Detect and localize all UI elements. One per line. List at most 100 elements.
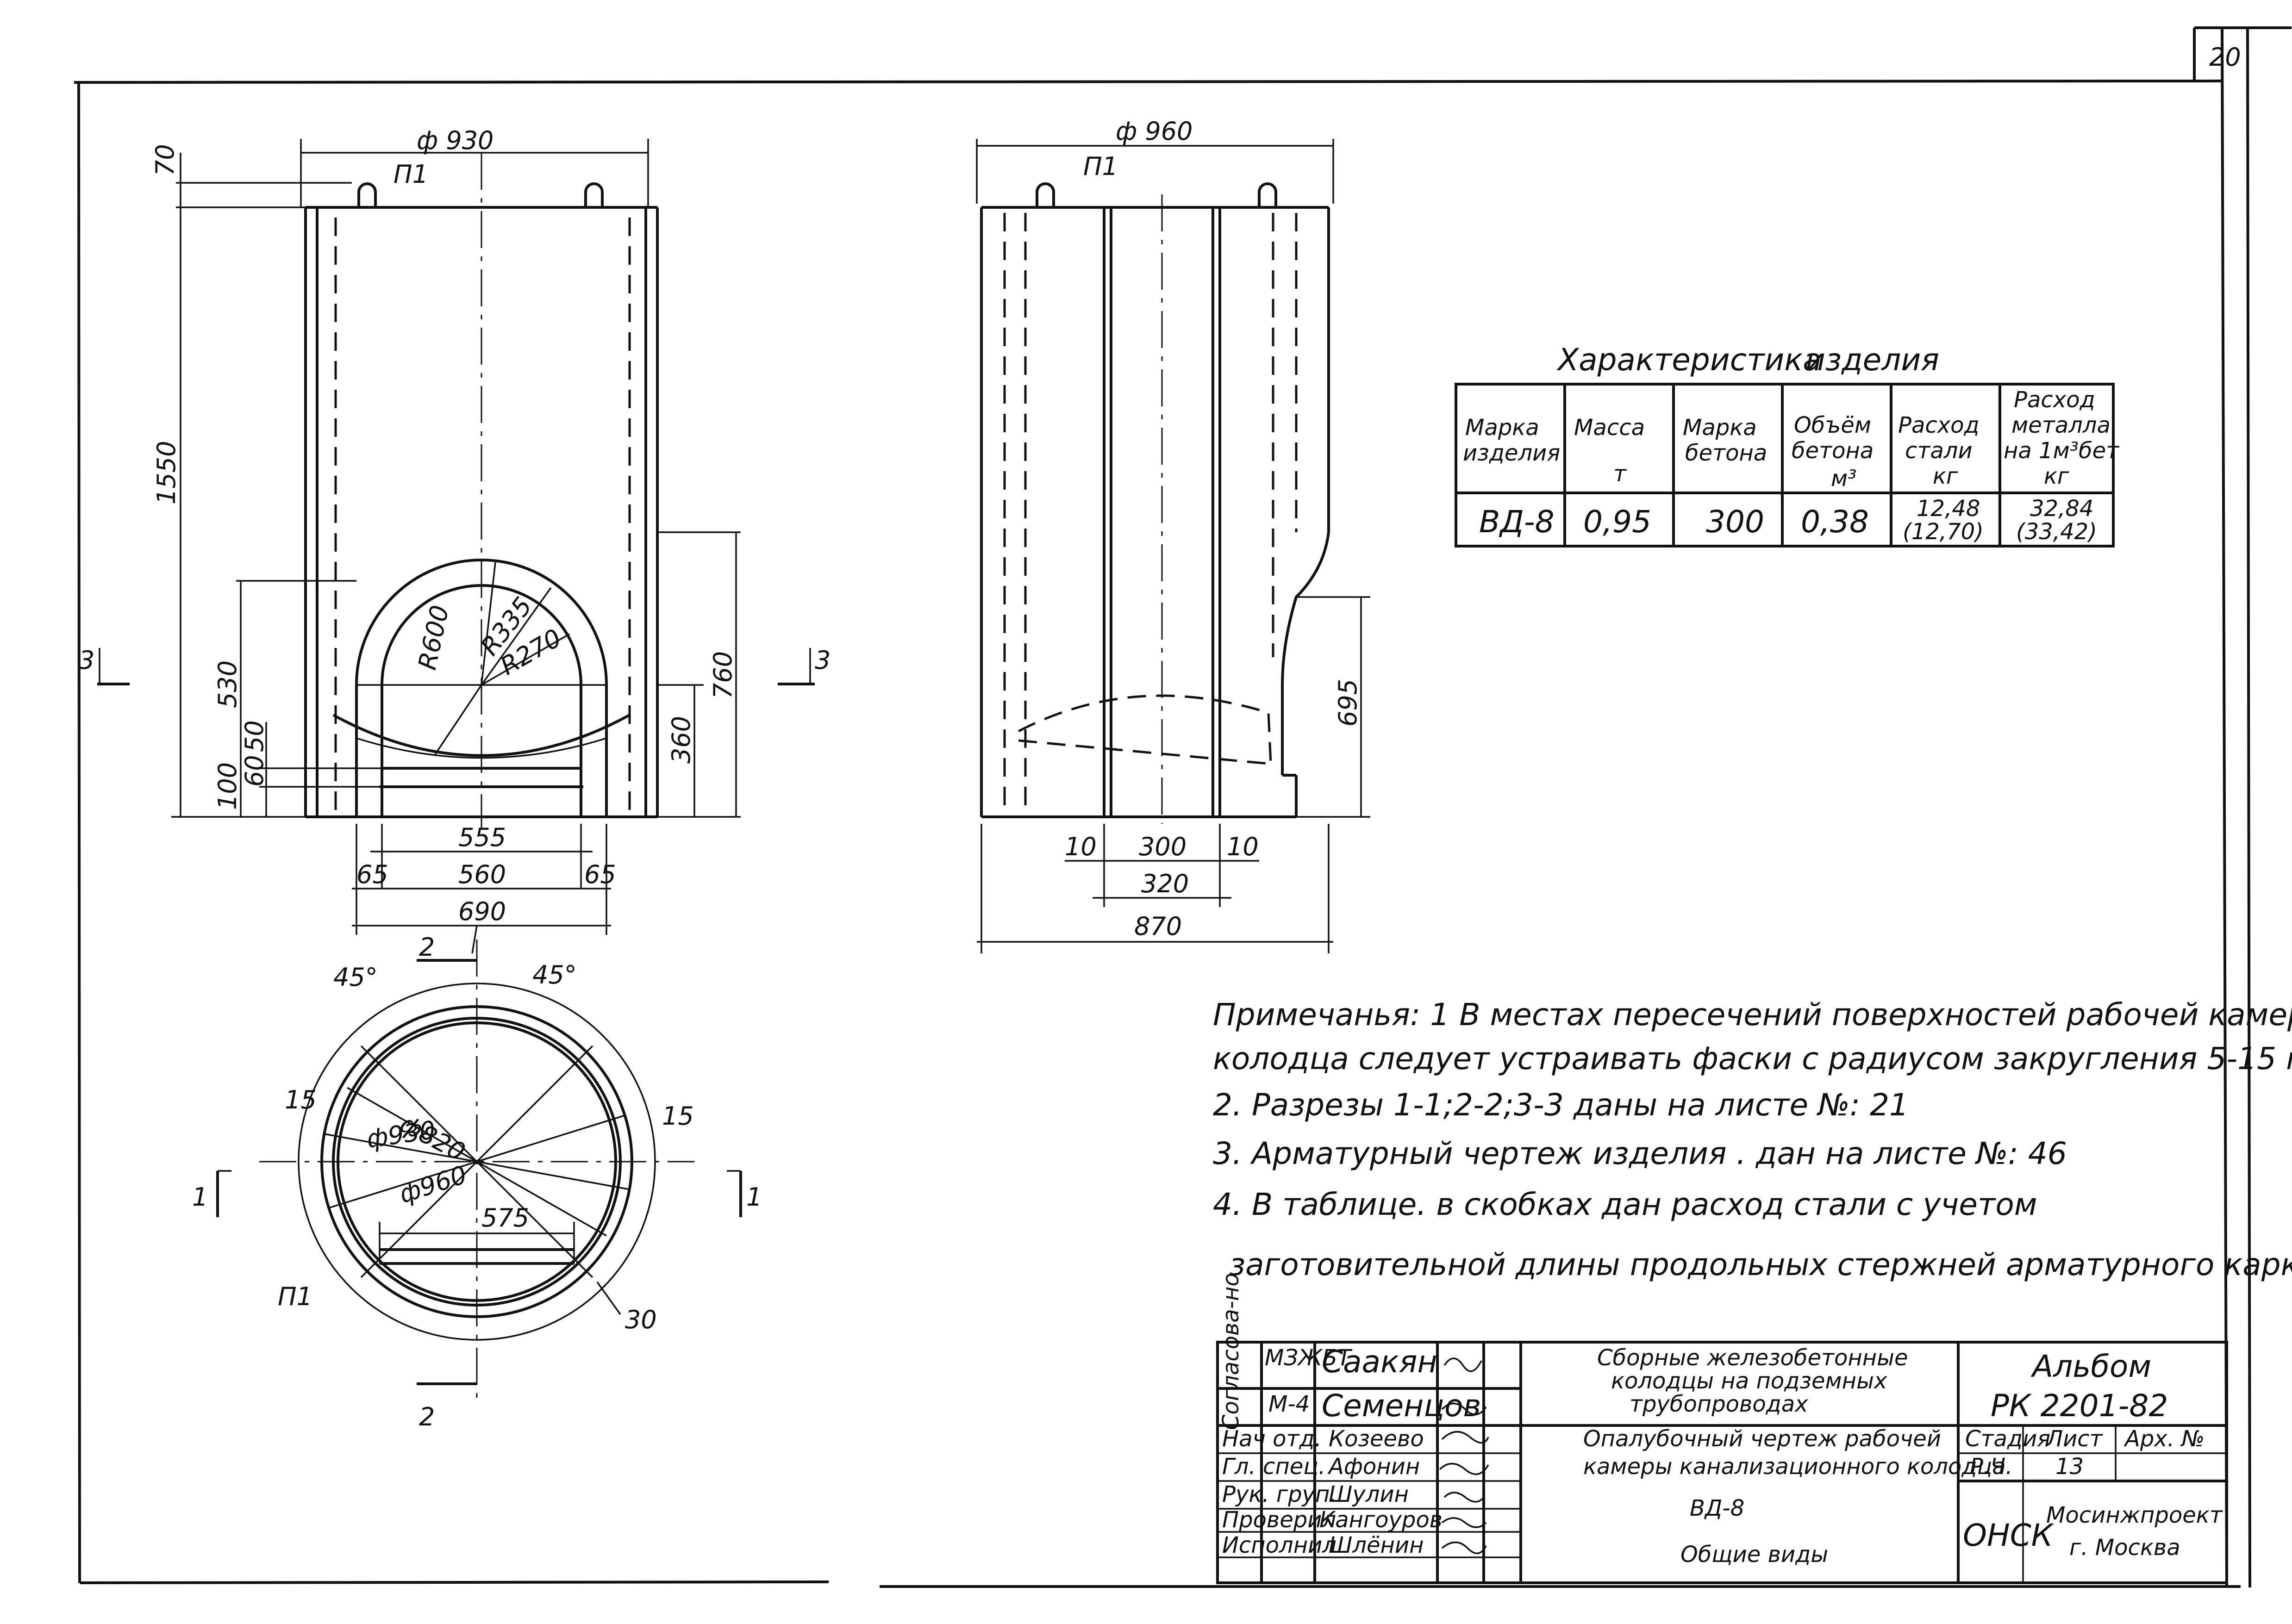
side-view-labels: ф 960 П1 695 10 300 10 320 870 <box>1065 117 1362 941</box>
tb-name-1: Саакян <box>1322 1344 1437 1380</box>
loop-label: П1 <box>393 160 428 189</box>
note-line-4: 3. Арматурный чертеж изделия . дан на ли… <box>1213 1136 2067 1171</box>
cell-metal-sub: (33,42) <box>2016 519 2097 545</box>
dim-h760: 760 <box>708 651 737 699</box>
tb-stage: Р.Ч. <box>1970 1454 2012 1480</box>
section-mark-3-left: 3 <box>79 646 94 675</box>
tb-sheet-title-2: камеры канализационного колодца <box>1583 1454 2006 1480</box>
section-mark-1-right: 1 <box>746 1182 762 1212</box>
note-line-2: колодца следует устраивать фаски с радиу… <box>1213 1041 2292 1076</box>
sheet-number: 20 <box>2209 43 2241 72</box>
dim-w10-right: 10 <box>1227 832 1259 861</box>
sheet-frame <box>74 26 2292 1588</box>
cell-steel-sub: (12,70) <box>1903 519 1984 545</box>
cell-mark: ВД-8 <box>1479 504 1555 540</box>
side-view <box>976 139 1370 953</box>
section-mark-1-left: 1 <box>192 1182 208 1212</box>
header-concrete-l2: бетона <box>1685 440 1767 466</box>
dim-w870: 870 <box>1134 912 1182 941</box>
dim-w575: 575 <box>481 1203 529 1232</box>
note-line-3: 2. Разрезы 1-1;2-2;3-3 даны на листе №: … <box>1213 1087 1909 1123</box>
header-concrete-l1: Марка <box>1683 415 1757 441</box>
header-metal-l1: Расход <box>2014 387 2095 413</box>
dim-w555: 555 <box>458 823 506 852</box>
tb-org: ОНСК <box>1963 1518 2055 1553</box>
tb-city: г. Москва <box>2069 1535 2180 1561</box>
section-mark-3-right: 3 <box>815 646 831 675</box>
dim-t15-right: 15 <box>662 1101 694 1131</box>
dim-w10-left: 10 <box>1065 832 1097 861</box>
header-volume-unit: м³ <box>1831 466 1856 492</box>
header-steel-l2: стали <box>1905 438 1973 464</box>
tb-project-1: Сборные железобетонные <box>1597 1345 1908 1371</box>
tb-code: РК 2201-82 <box>1991 1388 2168 1424</box>
tb-role-4: Гл. спец. <box>1222 1454 1325 1480</box>
tb-stage-label: Стадия <box>1965 1426 2050 1452</box>
note-line-5: 4. В таблице. в скобках дан расход стали… <box>1213 1187 2037 1222</box>
tb-name-3: Козеево <box>1329 1426 1424 1452</box>
dim-h360: 360 <box>667 716 696 764</box>
dim-side-top-diameter: ф 960 <box>1116 117 1193 146</box>
cell-volume: 0,38 <box>1801 504 1869 540</box>
tb-role-2: М-4 <box>1268 1391 1310 1417</box>
dim-d960: ф960 <box>396 1160 470 1209</box>
loop-label-side: П1 <box>1083 152 1118 181</box>
cell-steel: 12,48 <box>1917 496 1980 522</box>
front-view-labels: ф 930 П1 70 1550 530 60 50 100 760 360 R… <box>79 126 831 926</box>
dim-h530: 530 <box>213 660 242 708</box>
tb-role-7: Исполнил <box>1222 1532 1336 1558</box>
dim-height-70: 70 <box>150 144 180 176</box>
header-mark-l2: изделия <box>1463 440 1560 466</box>
title-block <box>1216 1341 2228 1584</box>
tb-name-5: Шулин <box>1329 1481 1409 1507</box>
tb-mark: ВД-8 <box>1690 1495 1744 1521</box>
dim-w65-right: 65 <box>584 860 616 889</box>
note-line-6: заготовительной длины продольных стержне… <box>1229 1247 2292 1282</box>
front-view <box>97 139 815 935</box>
table-title-b: изделия <box>1805 342 1939 378</box>
title-block-labels: Согласова-но МЗЖБТ Саакян М-4 Семенцов Н… <box>1218 1273 2223 1568</box>
characteristics-table <box>1455 383 2115 548</box>
tb-role-3: Нач отд. <box>1222 1426 1322 1452</box>
dim-height-total: 1550 <box>152 441 181 504</box>
dim-t15-left: 15 <box>285 1085 317 1114</box>
dim-angle-45-right: 45° <box>532 960 577 989</box>
tb-side-label: Согласова-но <box>1218 1273 1244 1430</box>
header-mass-l1: Масса <box>1574 415 1645 441</box>
tb-institute: Мосинжпроект <box>2046 1502 2223 1528</box>
dim-angle-45-left: 45° <box>333 963 378 992</box>
header-metal-l3: на 1м³бет <box>2004 438 2120 464</box>
section-mark-2-bottom: 2 <box>419 1402 435 1431</box>
tb-name-6: Кангоуров <box>1319 1507 1443 1533</box>
dim-w690: 690 <box>458 897 506 926</box>
dim-h100: 100 <box>213 762 242 810</box>
characteristics-labels: Характеристика изделия Марка изделия Мас… <box>1463 342 2120 545</box>
cell-metal: 32,84 <box>2030 496 2093 522</box>
cell-concrete: 300 <box>1706 504 1764 540</box>
tb-sheet-no: 13 <box>2055 1454 2084 1480</box>
header-mass-unit: т <box>1613 461 1627 487</box>
tb-album: Альбом <box>2030 1349 2151 1384</box>
dim-h50: 50 <box>240 720 269 752</box>
tb-role-6: Проверил <box>1222 1507 1336 1533</box>
dim-w320: 320 <box>1141 869 1189 898</box>
dim-h695: 695 <box>1333 679 1362 727</box>
dim-w65-left: 65 <box>356 860 388 889</box>
dim-top-diameter: ф 930 <box>417 126 493 155</box>
tb-views: Общие виды <box>1680 1542 1828 1568</box>
header-volume-l2: бетона <box>1792 438 1874 464</box>
notes: Примечанья: 1 В местах пересечений повер… <box>1213 997 2292 1282</box>
tb-role-1: МЗЖБТ <box>1265 1345 1353 1371</box>
header-mark-l1: Марка <box>1465 415 1539 441</box>
dim-h60: 60 <box>240 755 269 787</box>
tb-role-5: Рук. груп. <box>1222 1481 1337 1507</box>
dim-t30: 30 <box>625 1305 657 1334</box>
tb-name-4: Афонин <box>1327 1454 1420 1480</box>
tb-project-2: колодцы на подземных <box>1611 1368 1887 1394</box>
header-metal-unit: кг <box>2044 463 2069 489</box>
plan-view <box>216 925 742 1398</box>
tb-sheet-title-1: Опалубочный чертеж рабочей <box>1583 1426 1941 1452</box>
note-line-1: Примечанья: 1 В местах пересечений повер… <box>1213 997 2292 1033</box>
tb-name-2: Семенцов <box>1322 1388 1481 1424</box>
